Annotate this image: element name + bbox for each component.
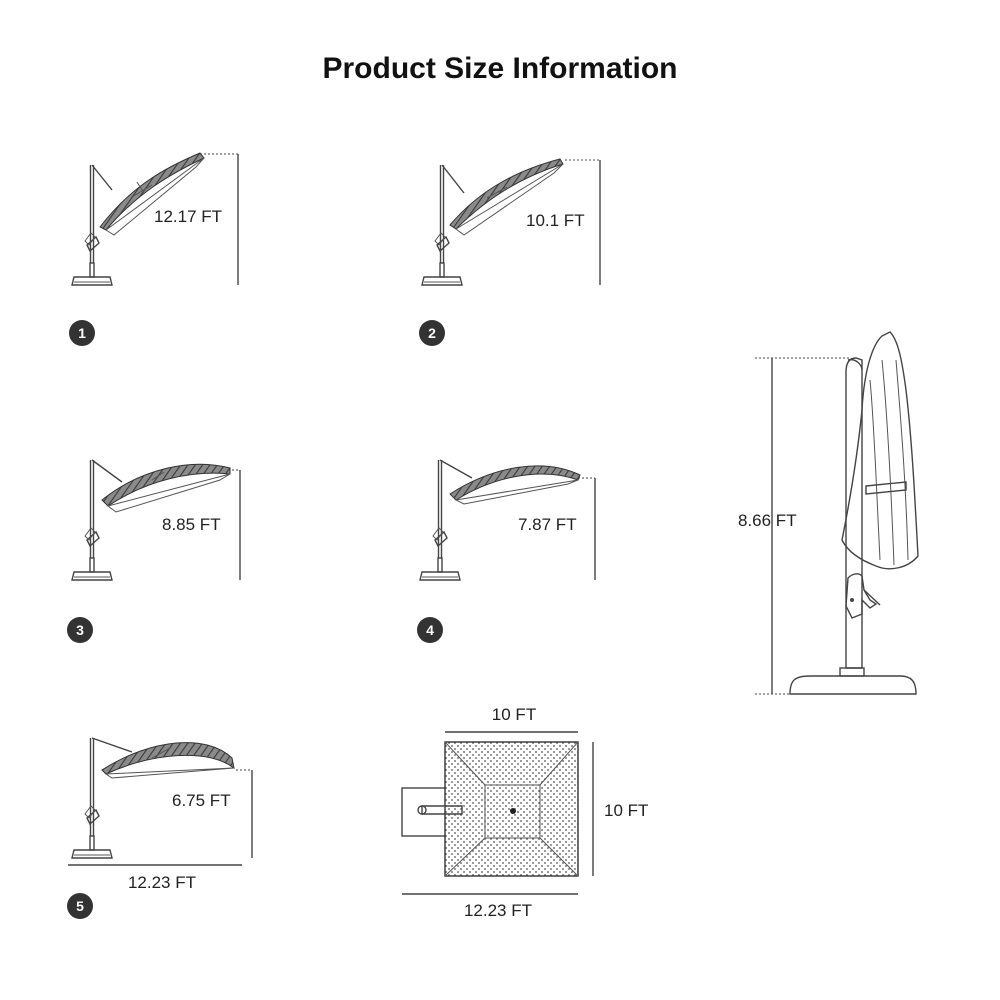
side-depth-label: 10 FT <box>604 801 648 820</box>
umbrella-position-5: 6.75 FT 12.23 FT 5 <box>67 737 253 919</box>
closed-umbrella: 8.66 FT <box>738 331 919 695</box>
cantilever-umbrella-icon <box>419 459 581 581</box>
number-badge-2 <box>419 320 445 346</box>
closed-height-label: 8.66 FT <box>738 511 797 530</box>
number-badge-text-2: 2 <box>428 325 436 341</box>
umbrella-position-4: 7.87 FT 4 <box>417 459 596 643</box>
number-badge-3 <box>67 617 93 643</box>
cantilever-umbrella-icon <box>71 152 205 286</box>
number-badge-text-5: 5 <box>76 898 84 914</box>
height-label-4: 7.87 FT <box>518 515 577 534</box>
height-label-3: 8.85 FT <box>162 515 221 534</box>
number-badge-5 <box>67 893 93 919</box>
canopy-top-view-icon <box>401 741 579 877</box>
number-badge-1 <box>69 320 95 346</box>
height-label-5: 6.75 FT <box>172 791 231 810</box>
number-badge-text-4: 4 <box>426 622 434 638</box>
number-badge-text-3: 3 <box>76 622 84 638</box>
top-width-label: 10 FT <box>492 705 536 724</box>
height-label-2: 10.1 FT <box>526 211 585 230</box>
cantilever-umbrella-icon <box>421 158 564 286</box>
number-badge-text-1: 1 <box>78 325 86 341</box>
closed-umbrella-icon <box>789 331 919 695</box>
cantilever-umbrella-icon <box>71 737 235 859</box>
height-label-1: 12.17 FT <box>154 207 222 226</box>
umbrella-position-3: 8.85 FT 3 <box>67 459 241 643</box>
canopy-top-view: 10 FT 10 FT 12.23 FT <box>401 705 648 920</box>
cantilever-umbrella-icon <box>71 459 231 581</box>
page-title: Product Size Information <box>322 52 678 85</box>
span-label-5: 12.23 FT <box>128 873 196 892</box>
bottom-span-label: 12.23 FT <box>464 901 532 920</box>
number-badge-4 <box>417 617 443 643</box>
umbrella-position-1: 12.17 FT 1 <box>69 152 239 346</box>
umbrella-position-2: 10.1 FT 2 <box>419 158 601 346</box>
